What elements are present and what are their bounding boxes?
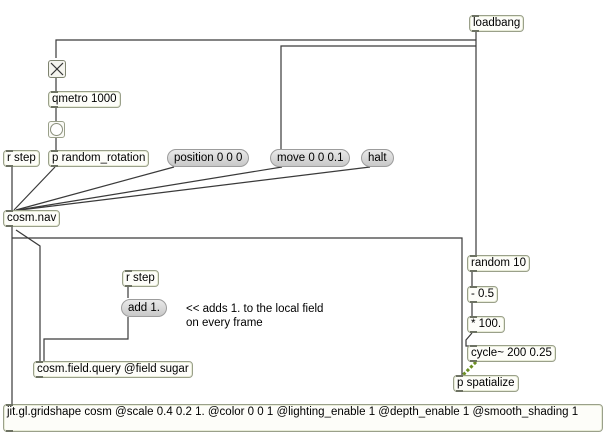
toggle-x-icon [50, 62, 64, 76]
add-message[interactable]: add 1. [121, 299, 167, 317]
loadbang-object[interactable]: loadbang [469, 15, 525, 32]
cord-loadbang-move [280, 45, 476, 150]
p-random-rotation-object[interactable]: p random_rotation [48, 150, 150, 167]
add-note-line-1: << adds 1. to the local field [186, 303, 324, 315]
bang-button[interactable] [48, 121, 65, 138]
minus-object[interactable]: - 0.5 [467, 286, 499, 303]
times-object[interactable]: * 100. [467, 316, 506, 333]
cycle-object[interactable]: cycle~ 200 0.25 [467, 345, 556, 362]
position-message[interactable]: position 0 0 0 [167, 149, 250, 167]
toggle[interactable] [48, 60, 66, 78]
halt-message[interactable]: halt [361, 149, 394, 167]
cosm-field-query-object[interactable]: cosm.field.query @field sugar [33, 361, 193, 378]
bang-circle-icon [50, 123, 63, 136]
add-note-comment: << adds 1. to the local field on every f… [186, 302, 323, 330]
r-step-object-2[interactable]: r step [122, 270, 159, 287]
cord-add-fieldquery [43, 317, 129, 362]
gridshape-object[interactable]: jit.gl.gridshape cosm @scale 0.4 0.2 1. … [3, 404, 603, 432]
r-step-object[interactable]: r step [3, 150, 40, 167]
p-spatialize-object[interactable]: p spatialize [453, 375, 519, 392]
cord-move-nav [17, 166, 283, 211]
move-message[interactable]: move 0 0 0.1 [270, 149, 351, 167]
cord-position-nav [15, 166, 175, 211]
cord-halt-nav [19, 166, 371, 211]
add-note-line-2: on every frame [186, 317, 263, 329]
qmetro-object[interactable]: qmetro 1000 [48, 91, 121, 108]
cord-nav-fieldquery [15, 229, 41, 362]
cord-rotation-nav [13, 166, 56, 211]
cord-loadbang-toggle [55, 39, 476, 58]
signal-cord-cycle-spatialize [460, 360, 478, 378]
random-object[interactable]: random 10 [467, 255, 530, 272]
cosm-nav-object[interactable]: cosm.nav [3, 210, 61, 227]
